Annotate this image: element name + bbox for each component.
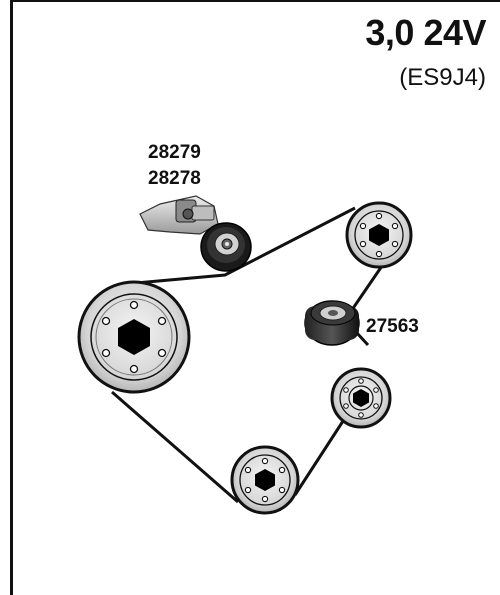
tensioner-ref-1: 28279 <box>148 142 201 163</box>
water-pump-pulley <box>230 445 300 515</box>
tensioner-part-numbers: 28279 28278 <box>148 140 201 192</box>
engine-code: (ES9J4) <box>399 64 486 91</box>
alternator-pulley <box>345 201 413 269</box>
idler-part-number: 27563 <box>366 316 419 337</box>
engine-title: 3,0 24V <box>365 12 486 53</box>
power-steering-pulley <box>330 367 392 429</box>
drive-belt-lower-right <box>293 417 347 496</box>
frame-top-border <box>10 0 500 2</box>
tensioner-ref-2: 28278 <box>148 168 201 189</box>
idler-roller <box>304 300 360 346</box>
crankshaft-pulley <box>77 280 191 394</box>
frame-left-border <box>10 0 13 595</box>
belt-tensioner <box>139 195 252 272</box>
drive-belt-lower-left <box>111 390 239 504</box>
drive-belt <box>135 206 356 285</box>
